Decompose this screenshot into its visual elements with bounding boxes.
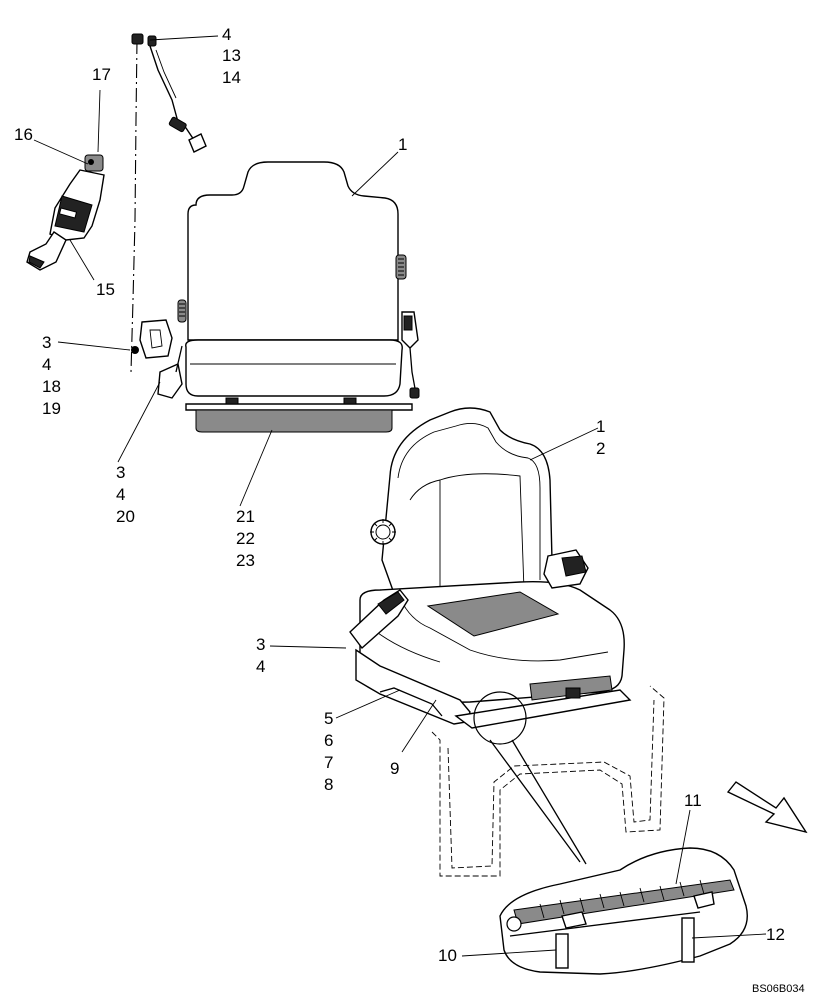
callout-4-13-14-a: 4	[222, 25, 231, 44]
recline-knob-icon	[395, 254, 407, 280]
callout-5-6-7-8-a: 5	[324, 709, 333, 728]
callout-5-6-7-8-d: 8	[324, 775, 333, 794]
callout-11: 11	[684, 791, 702, 810]
callout-4-13-14-c: 14	[222, 68, 241, 87]
seat-upper-outline	[131, 161, 420, 433]
callout-21-22-23-c: 23	[236, 551, 255, 570]
callout-3-4-18-19-c: 18	[42, 377, 61, 396]
callout-5-6-7-8-b: 6	[324, 731, 333, 750]
callout-17: 17	[92, 65, 111, 84]
callout-9: 9	[390, 759, 399, 778]
lumbar-knob-icon	[177, 299, 187, 323]
callout-1-top: 1	[398, 135, 407, 154]
callout-4-13-14-b: 13	[222, 46, 241, 65]
callout-3-4-a: 3	[256, 635, 265, 654]
seat-rail-detail	[489, 739, 748, 975]
seat-belt-retractor	[26, 154, 105, 271]
callout-5-6-7-8-c: 7	[324, 753, 333, 772]
callout-16: 16	[14, 125, 33, 144]
direction-arrow-icon	[726, 781, 808, 834]
callout-10: 10	[438, 946, 457, 965]
callout-3-4-20-a: 3	[116, 463, 125, 482]
callout-21-22-23-a: 21	[236, 507, 255, 526]
callout-3-4-20-c: 20	[116, 507, 135, 526]
callout-3-4-18-19-d: 19	[42, 399, 61, 418]
shoulder-belt-anchor	[131, 33, 207, 153]
callout-1-2-b: 2	[596, 439, 605, 458]
callout-12: 12	[766, 925, 785, 944]
seat-lower-3d	[349, 407, 665, 877]
callout-21-22-23-b: 22	[236, 529, 255, 548]
leader-lines	[33, 35, 767, 957]
callout-15: 15	[96, 280, 115, 299]
callout-3-4-b: 4	[256, 657, 265, 676]
callout-1-2-a: 1	[596, 417, 605, 436]
callout-3-4-20-b: 4	[116, 485, 125, 504]
callout-3-4-18-19-b: 4	[42, 355, 51, 374]
lower-recline-knob-icon	[370, 519, 396, 545]
seatbelt-centerline	[130, 39, 138, 373]
callout-3-4-18-19-a: 3	[42, 333, 51, 352]
drawing-code: BS06B034	[752, 983, 805, 995]
